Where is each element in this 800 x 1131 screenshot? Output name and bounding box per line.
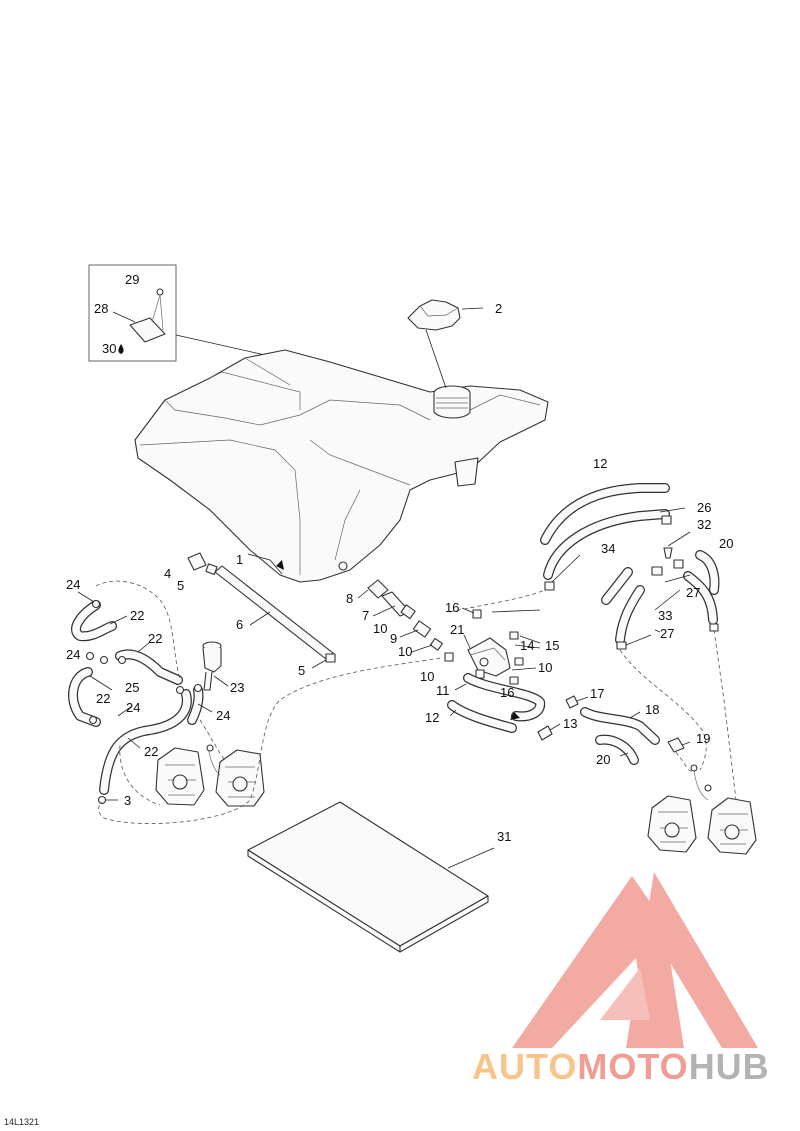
fuel-cap-part-2 [407, 299, 484, 389]
callout-30: 30 [102, 341, 116, 356]
callout-7: 7 [362, 608, 369, 623]
vent-valve-part-23 [202, 641, 229, 691]
callout-22-d: 22 [144, 744, 158, 759]
callout-16: 16 [445, 600, 459, 615]
callout-24-c: 24 [126, 700, 140, 715]
callout-23: 23 [230, 680, 244, 695]
callout-22: 22 [130, 608, 144, 623]
right-fittings [544, 507, 720, 650]
callout-9: 9 [390, 631, 397, 646]
callout-2: 2 [495, 301, 502, 316]
callout-27: 27 [686, 585, 700, 600]
callout-17: 17 [590, 686, 604, 701]
hose-part-11-12 [447, 673, 561, 741]
callout-31: 31 [497, 829, 511, 844]
watermark-brand-text: AUTOMOTOHUB [472, 1046, 770, 1088]
callout-24: 24 [66, 577, 80, 592]
callout-12-b: 12 [425, 710, 439, 725]
fuel-valve-part-14 [461, 607, 541, 685]
hose-part-18-20 [565, 695, 691, 765]
hose-part-22-left [68, 591, 213, 805]
mat-part-31 [247, 801, 495, 953]
carburetor-left-pair [155, 744, 265, 807]
callout-32: 32 [697, 517, 711, 532]
callout-8: 8 [346, 591, 353, 606]
callout-10: 10 [373, 621, 387, 636]
callout-14: 14 [520, 638, 534, 653]
carburetor-right-pair [647, 764, 757, 855]
callout-5: 5 [177, 578, 184, 593]
callout-15: 15 [545, 638, 559, 653]
valve-fittings [357, 579, 454, 662]
callout-4: 4 [164, 566, 171, 581]
callout-1: 1 [236, 552, 243, 567]
callout-10-d: 10 [538, 660, 552, 675]
drawing-code: 14L1321 [4, 1117, 40, 1127]
callout-24-d: 24 [216, 708, 230, 723]
callout-3: 3 [124, 793, 131, 808]
routing-lines [95, 553, 737, 824]
callout-11: 11 [436, 683, 450, 698]
callout-26: 26 [697, 500, 711, 515]
callout-20-b: 20 [596, 752, 610, 767]
fuel-line-part-6 [187, 552, 336, 669]
callout-22-b: 22 [148, 631, 162, 646]
fuel-tank-part-1 [134, 349, 549, 583]
callout-22-c: 22 [96, 691, 110, 706]
callout-25: 25 [125, 680, 139, 695]
callout-6: 6 [236, 617, 243, 632]
screw-part-29 [156, 288, 164, 296]
callout-28: 28 [94, 301, 108, 316]
callout-18: 18 [645, 702, 659, 717]
callout-13: 13 [563, 716, 577, 731]
inset-box [88, 264, 266, 362]
callout-5-b: 5 [298, 663, 305, 678]
brand-text-hub: HUB [688, 1046, 770, 1087]
watermark-logo [512, 872, 758, 1048]
brand-text-auto: AUTO [472, 1046, 578, 1087]
callout-21: 21 [450, 622, 464, 637]
hose-part-12-upper [540, 483, 670, 580]
callout-34: 34 [601, 541, 615, 556]
callout-33: 33 [658, 608, 672, 623]
brand-text-moto: MOTO [577, 1046, 689, 1087]
callout-16-b: 16 [500, 685, 514, 700]
callout-29: 29 [125, 272, 139, 287]
callout-24-b: 24 [66, 647, 80, 662]
callout-10-b: 10 [398, 644, 412, 659]
callout-10-c: 10 [420, 669, 434, 684]
callout-19: 19 [696, 731, 710, 746]
bracket-part-28 [129, 317, 166, 343]
callout-27-b: 27 [660, 626, 674, 641]
drop-icon [118, 344, 124, 354]
callout-20: 20 [719, 536, 733, 551]
callout-12: 12 [593, 456, 607, 471]
callouts: 29 28 30 2 12 26 32 20 34 27 1 4 5 8 7 1… [66, 272, 733, 844]
